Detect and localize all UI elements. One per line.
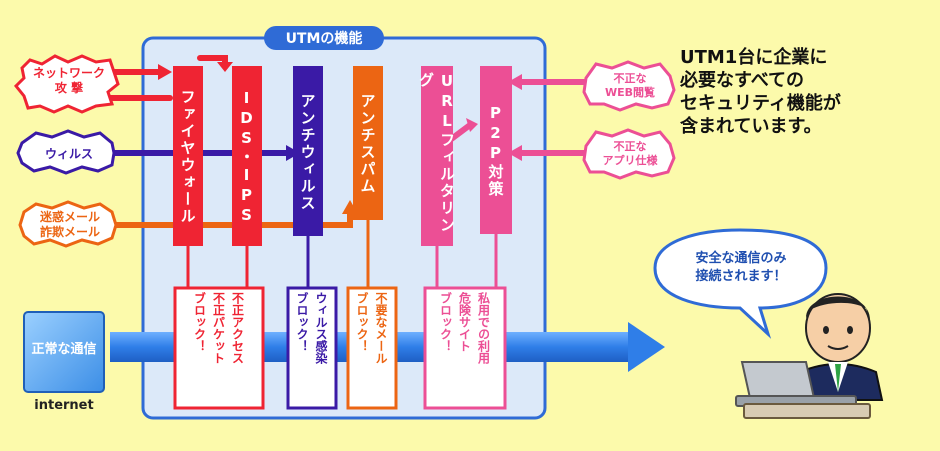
threat-label-line: 不正な <box>613 72 647 85</box>
antispam-desc: 不要なメール ブロック！ <box>350 292 394 404</box>
antivirus-desc: ウィルス感染 ブロック！ <box>290 292 334 404</box>
url-desc-box <box>423 286 507 410</box>
desc-line: 危険サイト <box>457 292 472 352</box>
threat-label-line: 詐欺メール <box>39 225 100 239</box>
desc-line: 不正パケット <box>211 292 226 364</box>
url-desc: 私用での利用 危険サイト ブロック！ <box>428 292 502 404</box>
normal-traffic-label: 正常な通信 <box>31 342 97 357</box>
threat-spam: 迷惑メール 詐欺メール <box>24 210 116 240</box>
desc-line: 不要なメール <box>374 292 388 364</box>
office-worker-illustration <box>735 293 884 419</box>
threat-label-line: 迷惑メール <box>39 210 100 224</box>
desc-line: ブロック！ <box>355 292 369 352</box>
threat-bubbles <box>13 54 676 248</box>
antivirus-label: アンチウィルス <box>298 92 317 212</box>
desc-line: ブロック！ <box>192 292 207 352</box>
antispam-label: アンチスパム <box>358 93 377 195</box>
threat-network-attack: ネットワーク 攻 撃 <box>24 66 114 96</box>
threat-virus: ウィルス <box>24 145 114 162</box>
threat-label-line: 攻 撃 <box>54 81 84 95</box>
antispam-bar <box>353 66 383 220</box>
speech-bubble <box>653 228 828 339</box>
antispam-desc-box <box>346 286 398 410</box>
threat-label-line: 不正な <box>613 140 647 153</box>
desc-line: 不正アクセス <box>230 292 245 364</box>
firewall-bar <box>173 66 203 246</box>
headline-line: 必要なすべての <box>680 70 805 91</box>
utm-title: UTMの機能 <box>285 31 363 47</box>
firewall-desc: 不正アクセス 不正パケット ブロック！ <box>178 292 260 404</box>
threat-app-usage: 不正な アプリ仕様 <box>586 140 674 168</box>
antivirus-bar <box>293 66 323 236</box>
firewall-desc-box <box>173 286 265 410</box>
p2p-bar <box>480 66 512 234</box>
firewall-label: ファイヤウォール <box>178 89 197 225</box>
ids-ips-label: IDS・IPS <box>237 88 256 226</box>
threat-web-browsing: 不正な WEB閲覧 <box>586 72 674 100</box>
desc-line: 私用での利用 <box>476 292 491 364</box>
headline-line: UTM1台に企業に <box>680 47 828 68</box>
headline-line: セキュリティ機能が <box>680 93 841 114</box>
p2p-label: P2P対策 <box>486 104 505 198</box>
internet-box <box>23 311 105 393</box>
threat-label-line: アプリ仕様 <box>602 154 658 167</box>
desc-line: ブロック！ <box>295 292 309 352</box>
desc-line: ブロック！ <box>438 292 453 352</box>
threat-label-line: WEB閲覧 <box>604 86 656 99</box>
desc-line: ウィルス感染 <box>314 292 328 364</box>
ids-ips-bar <box>232 66 262 246</box>
speech-line: 安全な通信のみ <box>695 251 787 266</box>
antivirus-desc-box <box>286 286 338 410</box>
threat-label-line: ウィルス <box>44 147 93 161</box>
headline-line: 含まれています。 <box>680 116 822 137</box>
speech-line: 接続されます！ <box>695 269 787 284</box>
internet-label: internet <box>34 398 94 413</box>
speech-text: 安全な通信のみ 接続されます！ <box>662 250 820 286</box>
headline: UTM1台に企業に 必要なすべての セキュリティ機能が 含まれています。 <box>680 46 930 138</box>
threat-label-line: ネットワーク <box>32 66 105 80</box>
utm-title-pill <box>264 26 384 50</box>
url-filter-label: URLフィルタリング <box>417 72 456 234</box>
url-filter-bar <box>421 66 453 246</box>
